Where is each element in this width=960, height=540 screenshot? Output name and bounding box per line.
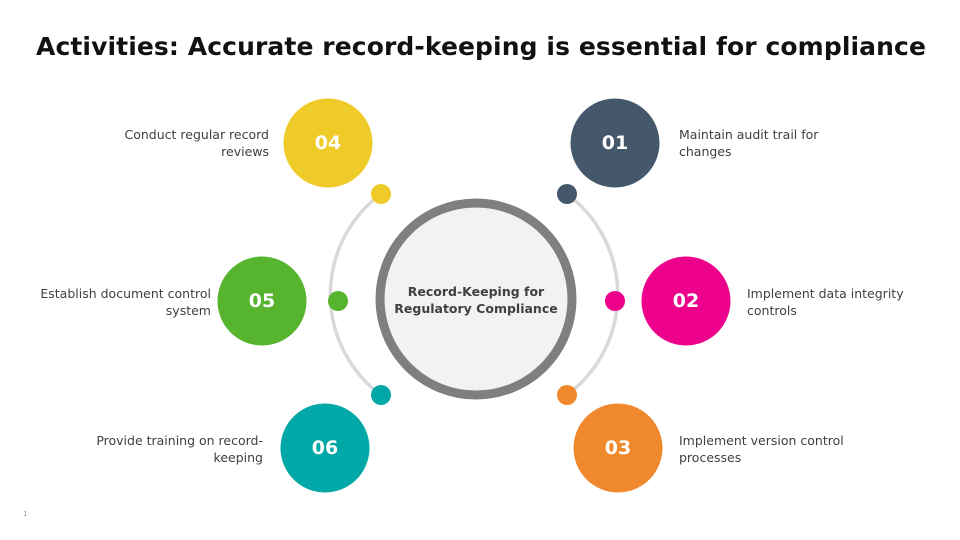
center-circle [375,198,577,400]
item-03-line1: Implement version control [679,433,844,448]
item-06-text: Provide training on record- keeping [40,432,263,466]
center-label-line1: Record-Keeping for [407,284,545,299]
center-label-line2: Regulatory Compliance [394,301,558,316]
item-02-text: Implement data integrity controls [747,285,947,319]
center-label: Record-Keeping for Regulatory Compliance [393,283,559,317]
number-04: 04 [314,132,342,154]
dot-03 [557,385,577,405]
item-01-text: Maintain audit trail for changes [679,126,879,160]
circle-02 [641,256,731,346]
item-04-text: Conduct regular record reviews [70,126,270,160]
dot-02 [605,291,625,311]
circle-03 [573,403,663,493]
left-arc [328,192,383,397]
item-02-line1: Implement data integrity [747,286,904,301]
item-05-line1: Establish document control [40,286,211,301]
slide-title: Activities: Accurate record-keeping is e… [36,32,927,61]
item-05-text: Establish document control system [10,285,211,319]
circle-06 [280,403,370,493]
circle-01 [570,98,660,188]
circle-04 [283,98,373,188]
number-06: 06 [311,437,339,459]
number-03: 03 [604,437,632,459]
item-05-line2: system [165,303,211,318]
item-03-line2: processes [679,450,742,465]
number-02: 02 [672,290,700,312]
item-01-line2: changes [679,144,732,159]
item-06-line1: Provide training on record- [96,433,263,448]
item-04-line1: Conduct regular record [124,127,270,142]
dot-04 [371,184,391,204]
circle-05 [217,256,307,346]
number-01: 01 [601,132,629,154]
dot-01 [557,184,577,204]
page-number: 1 [23,510,28,518]
item-01-line1: Maintain audit trail for [679,127,819,142]
dot-05 [328,291,348,311]
item-03-text: Implement version control processes [679,432,899,466]
item-06-line2: keeping [213,450,263,465]
number-05: 05 [248,290,276,312]
dot-06 [371,385,391,405]
item-04-line2: reviews [221,144,269,159]
item-02-line2: controls [747,303,797,318]
